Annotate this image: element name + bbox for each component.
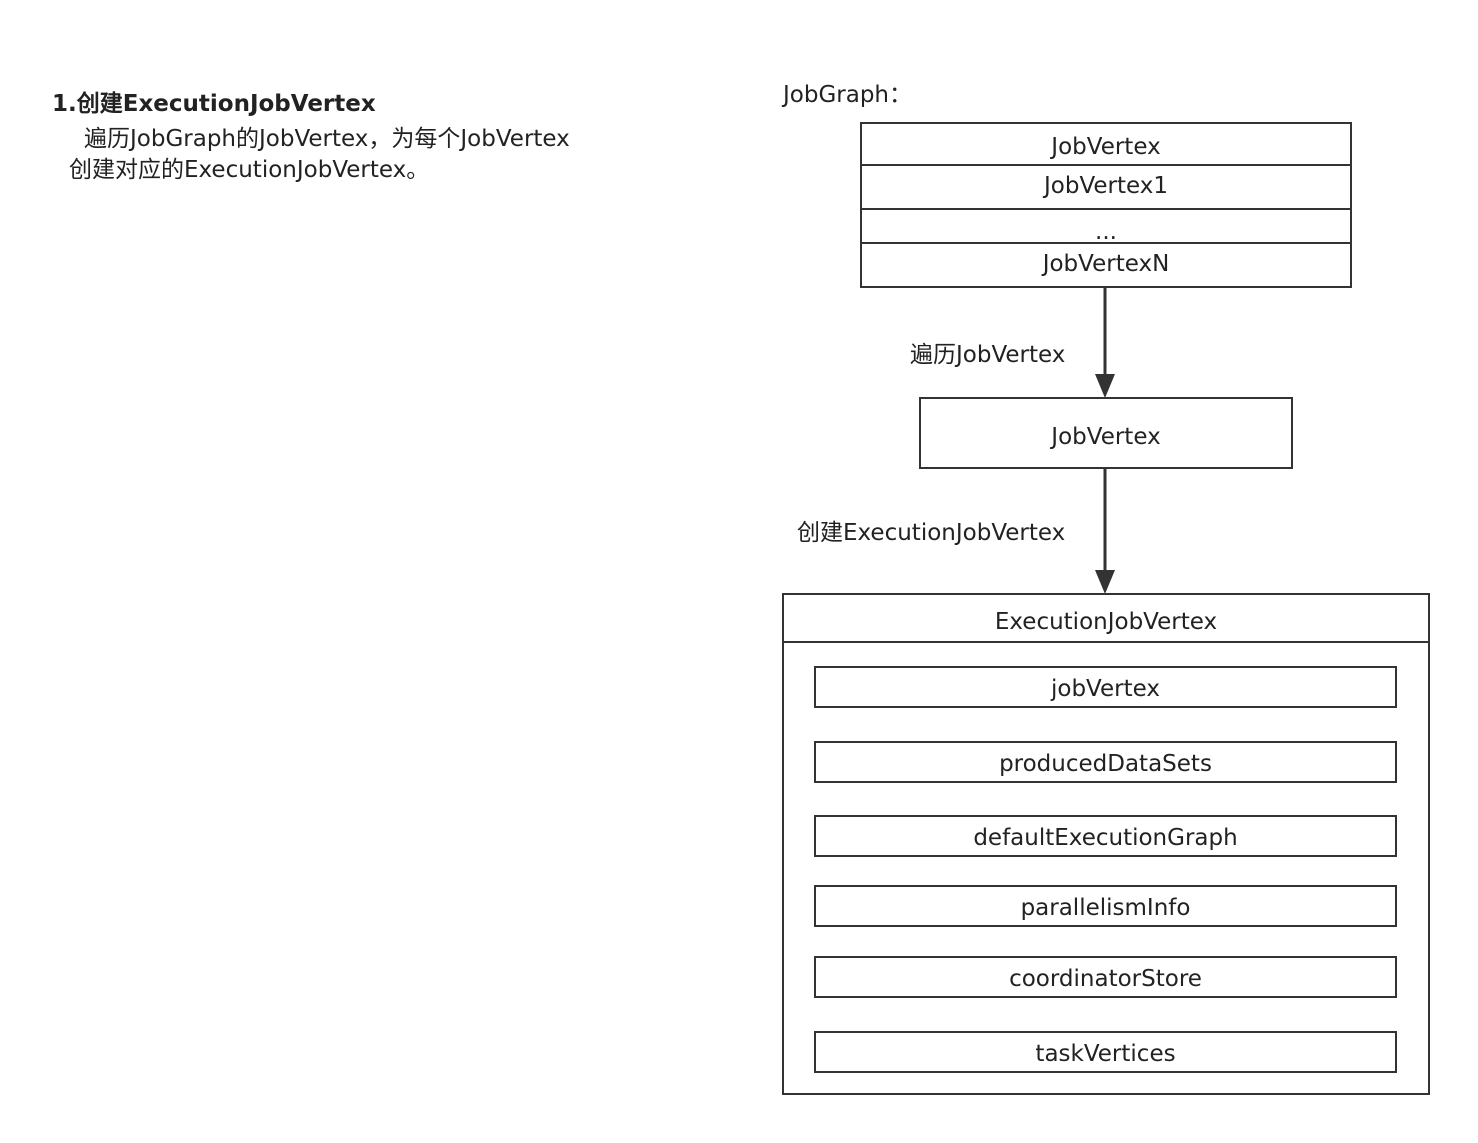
field-jobvertex: jobVertex — [814, 666, 1397, 708]
description-line-2: 创建对应的ExecutionJobVertex。 — [69, 157, 430, 183]
field-produced-data-sets: producedDataSets — [814, 741, 1397, 783]
description-line-1: 遍历JobGraph的JobVertex，为每个JobVertex — [84, 126, 570, 152]
arrow-1-head — [1095, 374, 1115, 398]
field-coordinator-store: coordinatorStore — [814, 956, 1397, 998]
job-graph-row-jobvertex: JobVertex — [1051, 134, 1161, 160]
job-graph-row-jobvertexn: JobVertexN — [862, 242, 1350, 286]
edge-label-iterate: 遍历JobVertex — [910, 342, 1066, 368]
job-graph-row-ellipsis: ... — [862, 208, 1350, 242]
execution-job-vertex-title: ExecutionJobVertex — [784, 595, 1428, 643]
job-vertex-node-label: JobVertex — [1051, 424, 1161, 450]
job-vertex-node: JobVertex — [919, 397, 1293, 469]
edge-label-create: 创建ExecutionJobVertex — [797, 520, 1066, 546]
field-task-vertices: taskVertices — [814, 1031, 1397, 1073]
arrow-2-head — [1095, 570, 1115, 594]
section-heading: 1.创建ExecutionJobVertex — [52, 91, 376, 117]
job-graph-box: JobVertex JobVertex1 ... JobVertexN — [860, 122, 1352, 288]
job-graph-label: JobGraph： — [783, 82, 913, 108]
field-default-execution-graph: defaultExecutionGraph — [814, 815, 1397, 857]
field-parallelism-info: parallelismInfo — [814, 885, 1397, 927]
job-graph-row-jobvertex1: JobVertex1 — [862, 164, 1350, 208]
